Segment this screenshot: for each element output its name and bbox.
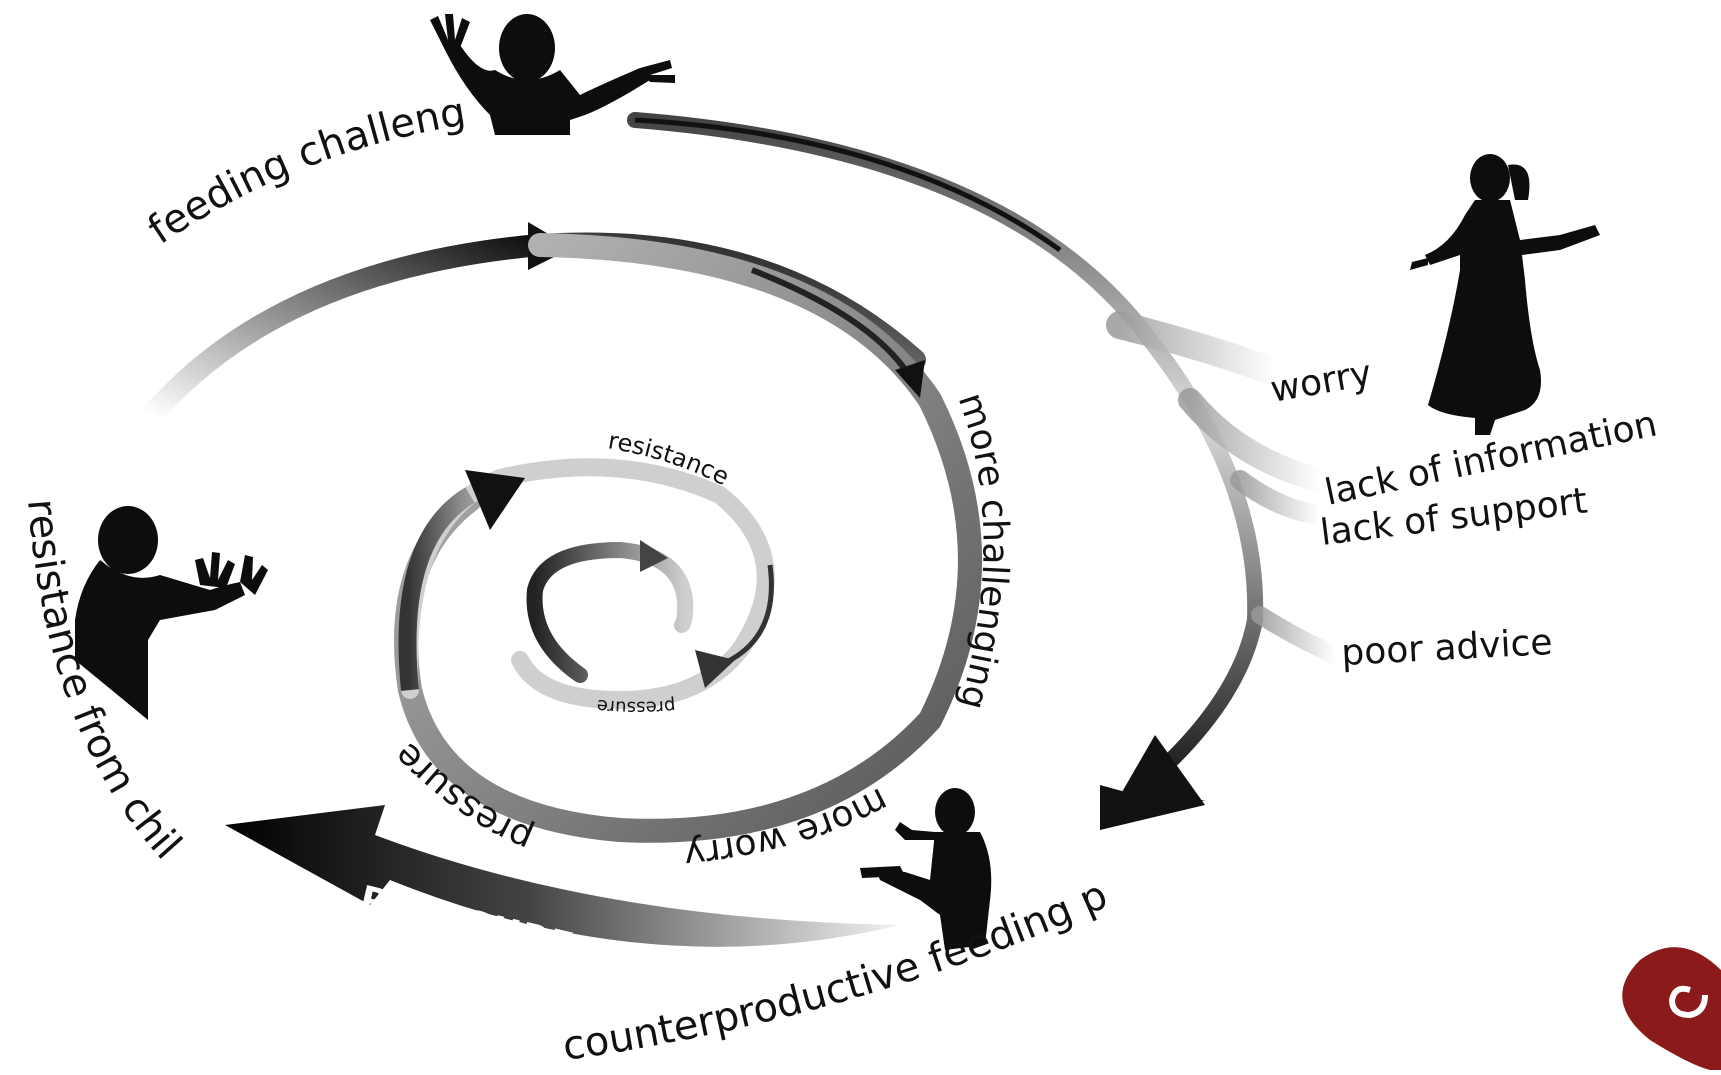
- cause-poor-advice: poor advice: [1340, 622, 1553, 674]
- heart-spiral-logo: [1622, 947, 1721, 1070]
- man-holding-plate-silhouette: [860, 788, 992, 950]
- cause-branches: [1106, 311, 1344, 664]
- label-resistance-from-child: resistance from child: [0, 0, 190, 868]
- woman-shrugging-silhouette: [1410, 154, 1600, 435]
- spiral-middle-loop: [398, 458, 775, 710]
- spiral-inner-loop: [526, 540, 694, 683]
- child-pushing-away-silhouette: [75, 506, 268, 720]
- child-arms-raised-silhouette: [430, 14, 675, 135]
- label-feeding-challenge: feeding challenge: [0, 0, 469, 253]
- spiral-outer-loop: [394, 233, 982, 843]
